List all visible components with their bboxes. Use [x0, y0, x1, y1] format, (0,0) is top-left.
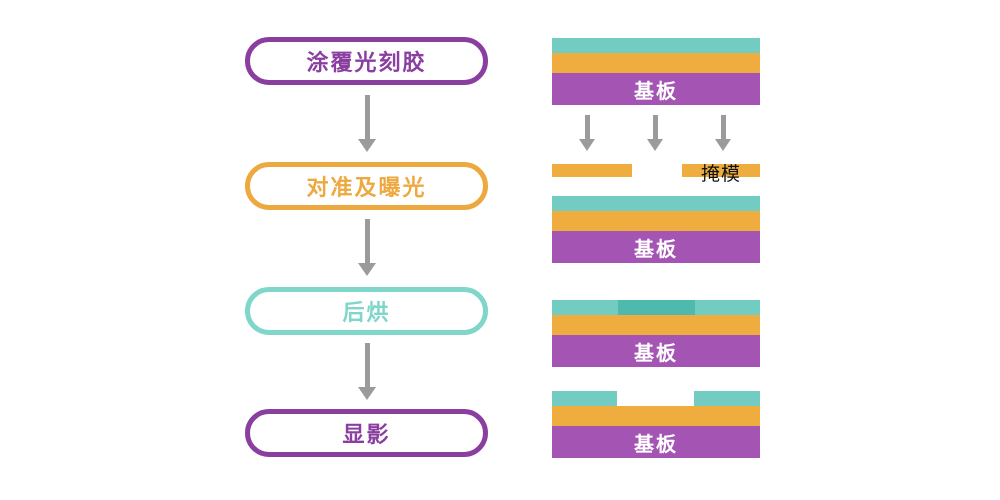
- arrow-head: [579, 139, 595, 151]
- flow-step-label: 显影: [342, 422, 391, 447]
- unexposed-resist: [695, 300, 760, 315]
- light-arrow-icon: [715, 115, 731, 151]
- developed-gap: [617, 391, 694, 406]
- photoresist-layer: [552, 38, 760, 53]
- substrate-label: 基板: [634, 342, 678, 365]
- mask-label: 掩模: [701, 164, 742, 185]
- substrate-label: 基板: [634, 433, 678, 456]
- substrate-layer: 基板: [552, 335, 760, 367]
- flow-step-label: 对准及曝光: [306, 175, 427, 200]
- arrow-head: [358, 139, 376, 152]
- down-arrow-icon: [358, 343, 376, 400]
- flow-step-develop: 显影: [245, 409, 488, 457]
- arrow-stem: [652, 115, 658, 139]
- flow-step-post-bake: 后烘: [245, 287, 488, 335]
- flow-step-label: 涂覆光刻胶: [306, 50, 427, 75]
- stage-developed: 基板: [552, 391, 760, 458]
- unexposed-resist: [552, 300, 618, 315]
- arrow-stem: [720, 115, 726, 139]
- down-arrow-icon: [358, 95, 376, 152]
- light-arrow-icon: [579, 115, 595, 151]
- photoresist-layer: [552, 300, 760, 315]
- stage-exposure: 基板: [552, 196, 760, 263]
- film-layer: [552, 211, 760, 231]
- flow-step-align-expose: 对准及曝光: [245, 162, 488, 210]
- arrow-stem: [364, 219, 370, 263]
- arrow-stem: [364, 95, 370, 139]
- substrate-layer: 基板: [552, 426, 760, 458]
- stage-post-bake: 基板: [552, 300, 760, 367]
- exposed-resist: [618, 300, 695, 315]
- stage-coated-wafer: 基板: [552, 38, 760, 105]
- flow-step-coat-photoresist: 涂覆光刻胶: [245, 37, 488, 85]
- film-layer: [552, 53, 760, 73]
- substrate-label: 基板: [634, 238, 678, 261]
- arrow-stem: [364, 343, 370, 387]
- arrow-stem: [584, 115, 590, 139]
- flow-step-label: 后烘: [342, 300, 391, 325]
- substrate-label: 基板: [634, 80, 678, 103]
- remaining-resist: [694, 391, 760, 406]
- arrow-head: [647, 139, 663, 151]
- down-arrow-icon: [358, 219, 376, 276]
- photoresist-layer: [552, 196, 760, 211]
- arrow-head: [715, 139, 731, 151]
- mask-segment-left: [552, 164, 632, 177]
- remaining-resist: [552, 391, 617, 406]
- photoresist-layer: [552, 391, 760, 406]
- substrate-layer: 基板: [552, 231, 760, 263]
- substrate-layer: 基板: [552, 73, 760, 105]
- light-arrow-icon: [647, 115, 663, 151]
- arrow-head: [358, 387, 376, 400]
- mask-segment-right: [682, 164, 760, 177]
- arrow-head: [358, 263, 376, 276]
- film-layer: [552, 406, 760, 426]
- film-layer: [552, 315, 760, 335]
